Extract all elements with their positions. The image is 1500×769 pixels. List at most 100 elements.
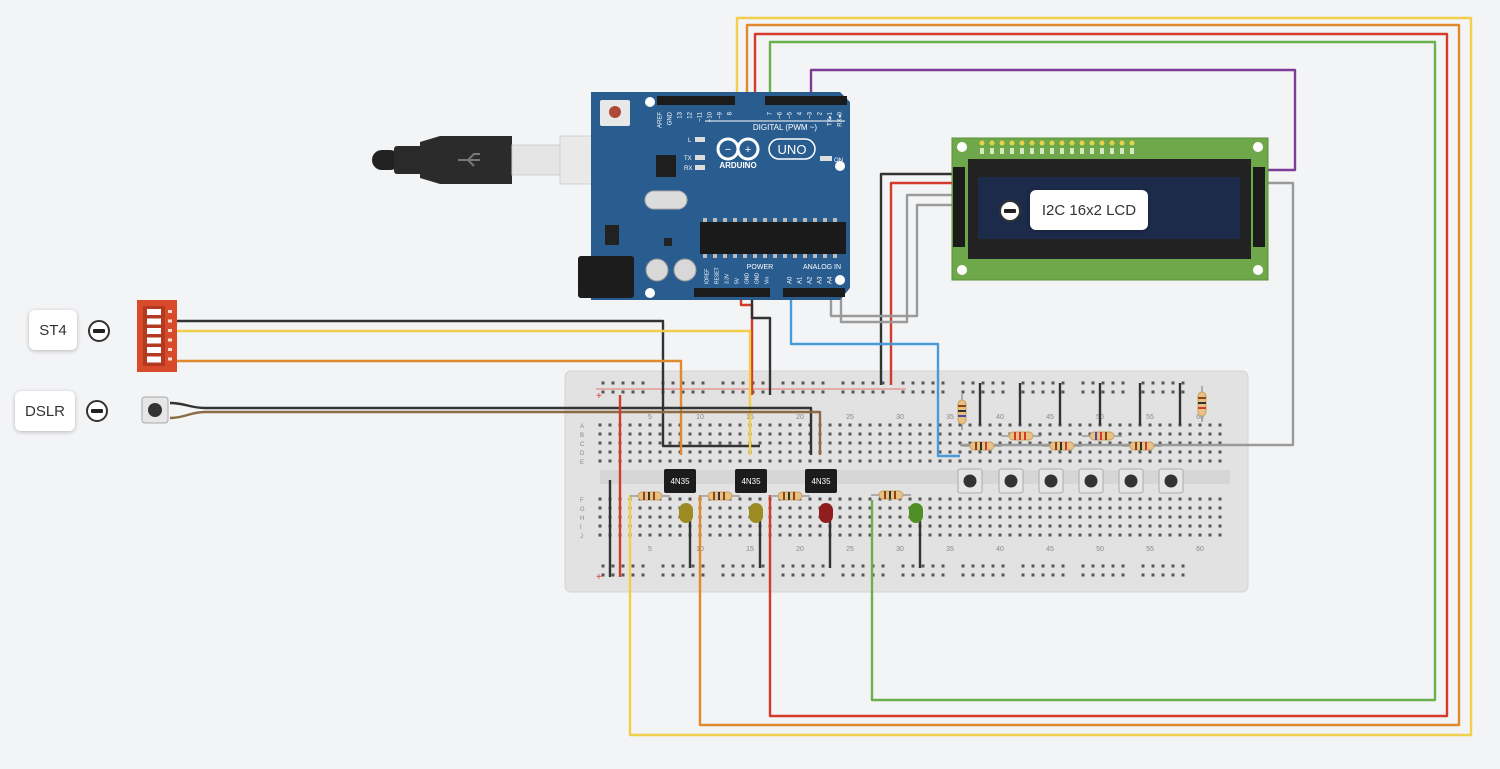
optocoupler-2[interactable]: 4N35 bbox=[735, 469, 767, 493]
column-number: 50 bbox=[1096, 546, 1104, 553]
power-jack[interactable] bbox=[578, 256, 634, 298]
row-letter: F bbox=[580, 498, 584, 504]
wire-brown-dslr bbox=[169, 410, 822, 455]
dip-switch[interactable] bbox=[137, 300, 177, 372]
wire-red-long bbox=[753, 32, 1449, 718]
column-number: 5 bbox=[648, 546, 652, 553]
wire-blue-a0 bbox=[789, 292, 960, 458]
digital-pin-label: 7 bbox=[768, 111, 774, 115]
led-tx-label: TX bbox=[684, 156, 692, 162]
analog-pin-label: A5 bbox=[838, 276, 844, 284]
lcd-left-header bbox=[953, 167, 965, 247]
power-pin-label: RESET bbox=[714, 267, 720, 284]
wire-black-dslr bbox=[169, 401, 813, 455]
optocoupler-1[interactable]: 4N35 bbox=[664, 469, 696, 493]
crystal bbox=[644, 190, 688, 210]
wire-orange-long bbox=[698, 23, 1461, 727]
digital-pin-label: 12 bbox=[688, 111, 694, 118]
power-pin-label: GND bbox=[744, 273, 750, 285]
row-letter: E bbox=[580, 460, 584, 466]
led-yellow-1[interactable] bbox=[679, 503, 693, 523]
wire-gray-lcd-2 bbox=[829, 203, 956, 318]
resistors[interactable] bbox=[630, 386, 1207, 501]
digital-header-right[interactable] bbox=[765, 96, 847, 105]
column-number: 45 bbox=[1046, 546, 1054, 553]
column-number: 60 bbox=[1196, 414, 1204, 421]
power-pin-label: GND bbox=[754, 273, 760, 285]
digital-pin-label: RX◂0 bbox=[838, 111, 844, 126]
reset-button[interactable] bbox=[609, 106, 621, 118]
digital-pin-label: ~11 bbox=[698, 111, 704, 121]
column-number: 5 bbox=[648, 414, 652, 421]
rail-plus-sign: + bbox=[596, 391, 602, 402]
wire-yellow-long bbox=[628, 16, 1473, 737]
lcd-right-header bbox=[1253, 167, 1265, 247]
analog-pin-label: A1 bbox=[798, 276, 804, 284]
row-letter: D bbox=[580, 451, 585, 457]
column-number: 55 bbox=[1146, 546, 1154, 553]
column-number: 55 bbox=[1146, 414, 1154, 421]
row-letter: H bbox=[580, 516, 584, 522]
analog-header[interactable] bbox=[783, 288, 845, 297]
atmega-chip bbox=[700, 222, 846, 254]
lcd-label[interactable]: I2C 16x2 LCD bbox=[1030, 190, 1148, 230]
usb-cable[interactable] bbox=[372, 135, 629, 185]
st4-remove-icon[interactable] bbox=[88, 320, 110, 342]
digital-pin-label: ~5 bbox=[788, 111, 794, 119]
wire-black-gnd bbox=[750, 292, 772, 395]
wire-orange-st4 bbox=[174, 359, 683, 455]
dslr-remove-icon[interactable] bbox=[86, 400, 108, 422]
power-pin-label: Vin bbox=[764, 277, 770, 284]
lcd-remove-icon[interactable] bbox=[999, 200, 1021, 222]
led-green[interactable] bbox=[909, 503, 923, 523]
led-red[interactable] bbox=[819, 503, 833, 523]
column-number: 35 bbox=[946, 546, 954, 553]
usb-chip bbox=[656, 155, 676, 177]
arduino-brand: ARDUINO bbox=[719, 161, 756, 170]
column-number: 25 bbox=[846, 546, 854, 553]
dslr-pushbutton[interactable] bbox=[141, 396, 169, 424]
wire-black-lcd bbox=[879, 172, 956, 385]
led-rx-label: RX bbox=[684, 166, 692, 172]
analog-pin-label: A0 bbox=[788, 276, 794, 284]
chip-label-1: 4N35 bbox=[670, 477, 690, 486]
digital-pin-label: TX▸1 bbox=[828, 111, 834, 126]
power-header-label: POWER bbox=[747, 264, 773, 271]
power-header[interactable] bbox=[694, 288, 770, 297]
wire-gray-right bbox=[1185, 181, 1295, 447]
svg-text:−: − bbox=[725, 144, 731, 156]
optocoupler-3[interactable]: 4N35 bbox=[805, 469, 837, 493]
led-yellow-2[interactable] bbox=[749, 503, 763, 523]
led-l-label: L bbox=[688, 138, 692, 144]
analog-pin-label: A4 bbox=[828, 276, 834, 284]
dslr-label[interactable]: DSLR bbox=[15, 391, 75, 431]
column-number: 60 bbox=[1196, 546, 1204, 553]
wire-green-long bbox=[768, 40, 1437, 702]
chip-label-2: 4N35 bbox=[741, 477, 761, 486]
digital-pin-label: ~10 bbox=[708, 111, 714, 122]
st4-label-text: ST4 bbox=[39, 321, 67, 339]
row-letter: J bbox=[580, 534, 583, 540]
column-number: 20 bbox=[796, 546, 804, 553]
digital-header-left[interactable] bbox=[657, 96, 735, 105]
column-number: 10 bbox=[696, 414, 704, 421]
svg-text:+: + bbox=[745, 144, 751, 156]
column-number: 40 bbox=[996, 546, 1004, 553]
row-letter: G bbox=[580, 507, 585, 513]
st4-label[interactable]: ST4 bbox=[29, 310, 77, 350]
column-number: 30 bbox=[896, 546, 904, 553]
tact-buttons[interactable] bbox=[957, 468, 1184, 494]
chip-label-3: 4N35 bbox=[811, 477, 831, 486]
column-number: 20 bbox=[796, 414, 804, 421]
digital-pin-label: AREF bbox=[658, 112, 664, 128]
digital-pin-label: ~3 bbox=[808, 111, 814, 119]
wire-red-lcd bbox=[889, 181, 956, 385]
digital-pin-label: GND bbox=[668, 111, 674, 125]
wire-yellow-st4 bbox=[174, 329, 752, 455]
